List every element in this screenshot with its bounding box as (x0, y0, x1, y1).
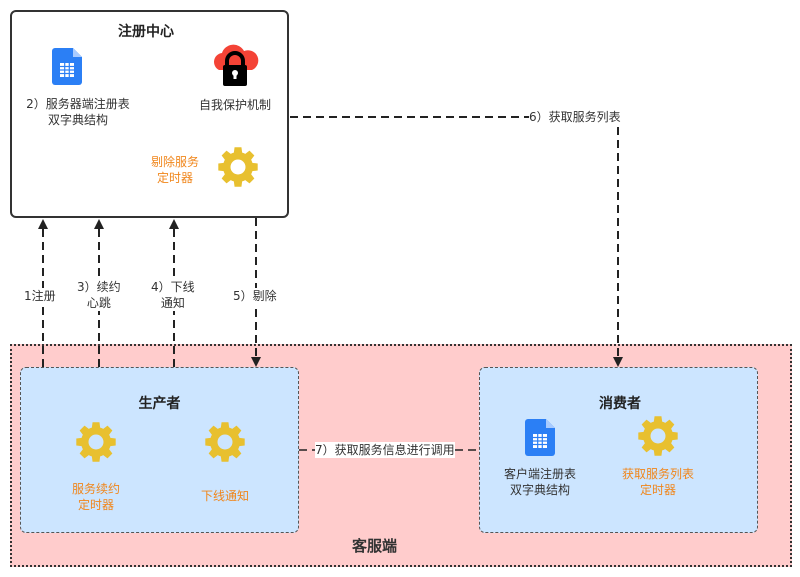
renew-timer-label-line1: 服务续约 (71, 482, 120, 496)
consumer-title: 消费者 (599, 396, 641, 412)
edge-label-renew: 3）续约 心跳 (77, 279, 121, 311)
edge-label-evict: 5）剔除 (233, 288, 277, 304)
edge-label-renew-line1: 3）续约 (77, 280, 121, 294)
edge-label-invoke: 7）获取服务信息进行调用 (315, 442, 455, 458)
edge-fetch-list (290, 116, 623, 367)
fetch-timer-label: 获取服务列表 定时器 (608, 466, 708, 498)
edge-label-offline-line1: 4）下线 (151, 280, 195, 294)
producer-title: 生产者 (138, 396, 181, 412)
evict-timer-label-line1: 剔除服务 (150, 155, 199, 169)
client-zone-title: 客服端 (352, 537, 398, 555)
cloud-lock-icon (214, 44, 259, 86)
fetch-timer-label-line2: 定时器 (639, 483, 676, 497)
client-registry-label-line2: 双字典结构 (509, 483, 570, 497)
registry-center-box (10, 10, 289, 218)
gear-icon (218, 147, 258, 187)
gear-shape (218, 147, 258, 187)
gear-icon (638, 416, 678, 456)
edge-label-offline-line2: 通知 (160, 296, 185, 310)
client-registry-label-line1: 客户端注册表 (503, 467, 576, 481)
gear-shape (638, 416, 678, 456)
edge-label-offline: 4）下线 通知 (151, 279, 195, 311)
gear-shape (76, 422, 116, 462)
edge-label-register: 1注册 (24, 288, 56, 304)
evict-timer-label-line2: 定时器 (156, 171, 193, 185)
spreadsheet-doc-icon (525, 419, 555, 456)
gear-shape (205, 422, 245, 462)
self-protect-label: 自我保护机制 (198, 98, 271, 112)
evict-timer-label: 剔除服务 定时器 (140, 154, 210, 186)
spreadsheet-doc-icon (52, 48, 82, 85)
edge-label-fetch-list: 6）获取服务列表 (529, 109, 621, 125)
gear-icon (76, 422, 116, 462)
offline-notice-label: 下线通知 (200, 489, 249, 503)
renew-timer-label: 服务续约 定时器 (56, 481, 136, 513)
server-registry-label: 2）服务器端注册表 双字典结构 (14, 96, 142, 128)
server-registry-label-line1: 2）服务器端注册表 (26, 97, 130, 111)
gear-icon (205, 422, 245, 462)
fetch-timer-label-line1: 获取服务列表 (621, 467, 694, 481)
renew-timer-label-line2: 定时器 (77, 498, 114, 512)
client-registry-label: 客户端注册表 双字典结构 (490, 466, 590, 498)
registry-title: 注册中心 (118, 24, 174, 40)
producer-box (20, 367, 299, 533)
server-registry-label-line2: 双字典结构 (47, 113, 108, 127)
edge-label-renew-line2: 心跳 (86, 296, 111, 310)
